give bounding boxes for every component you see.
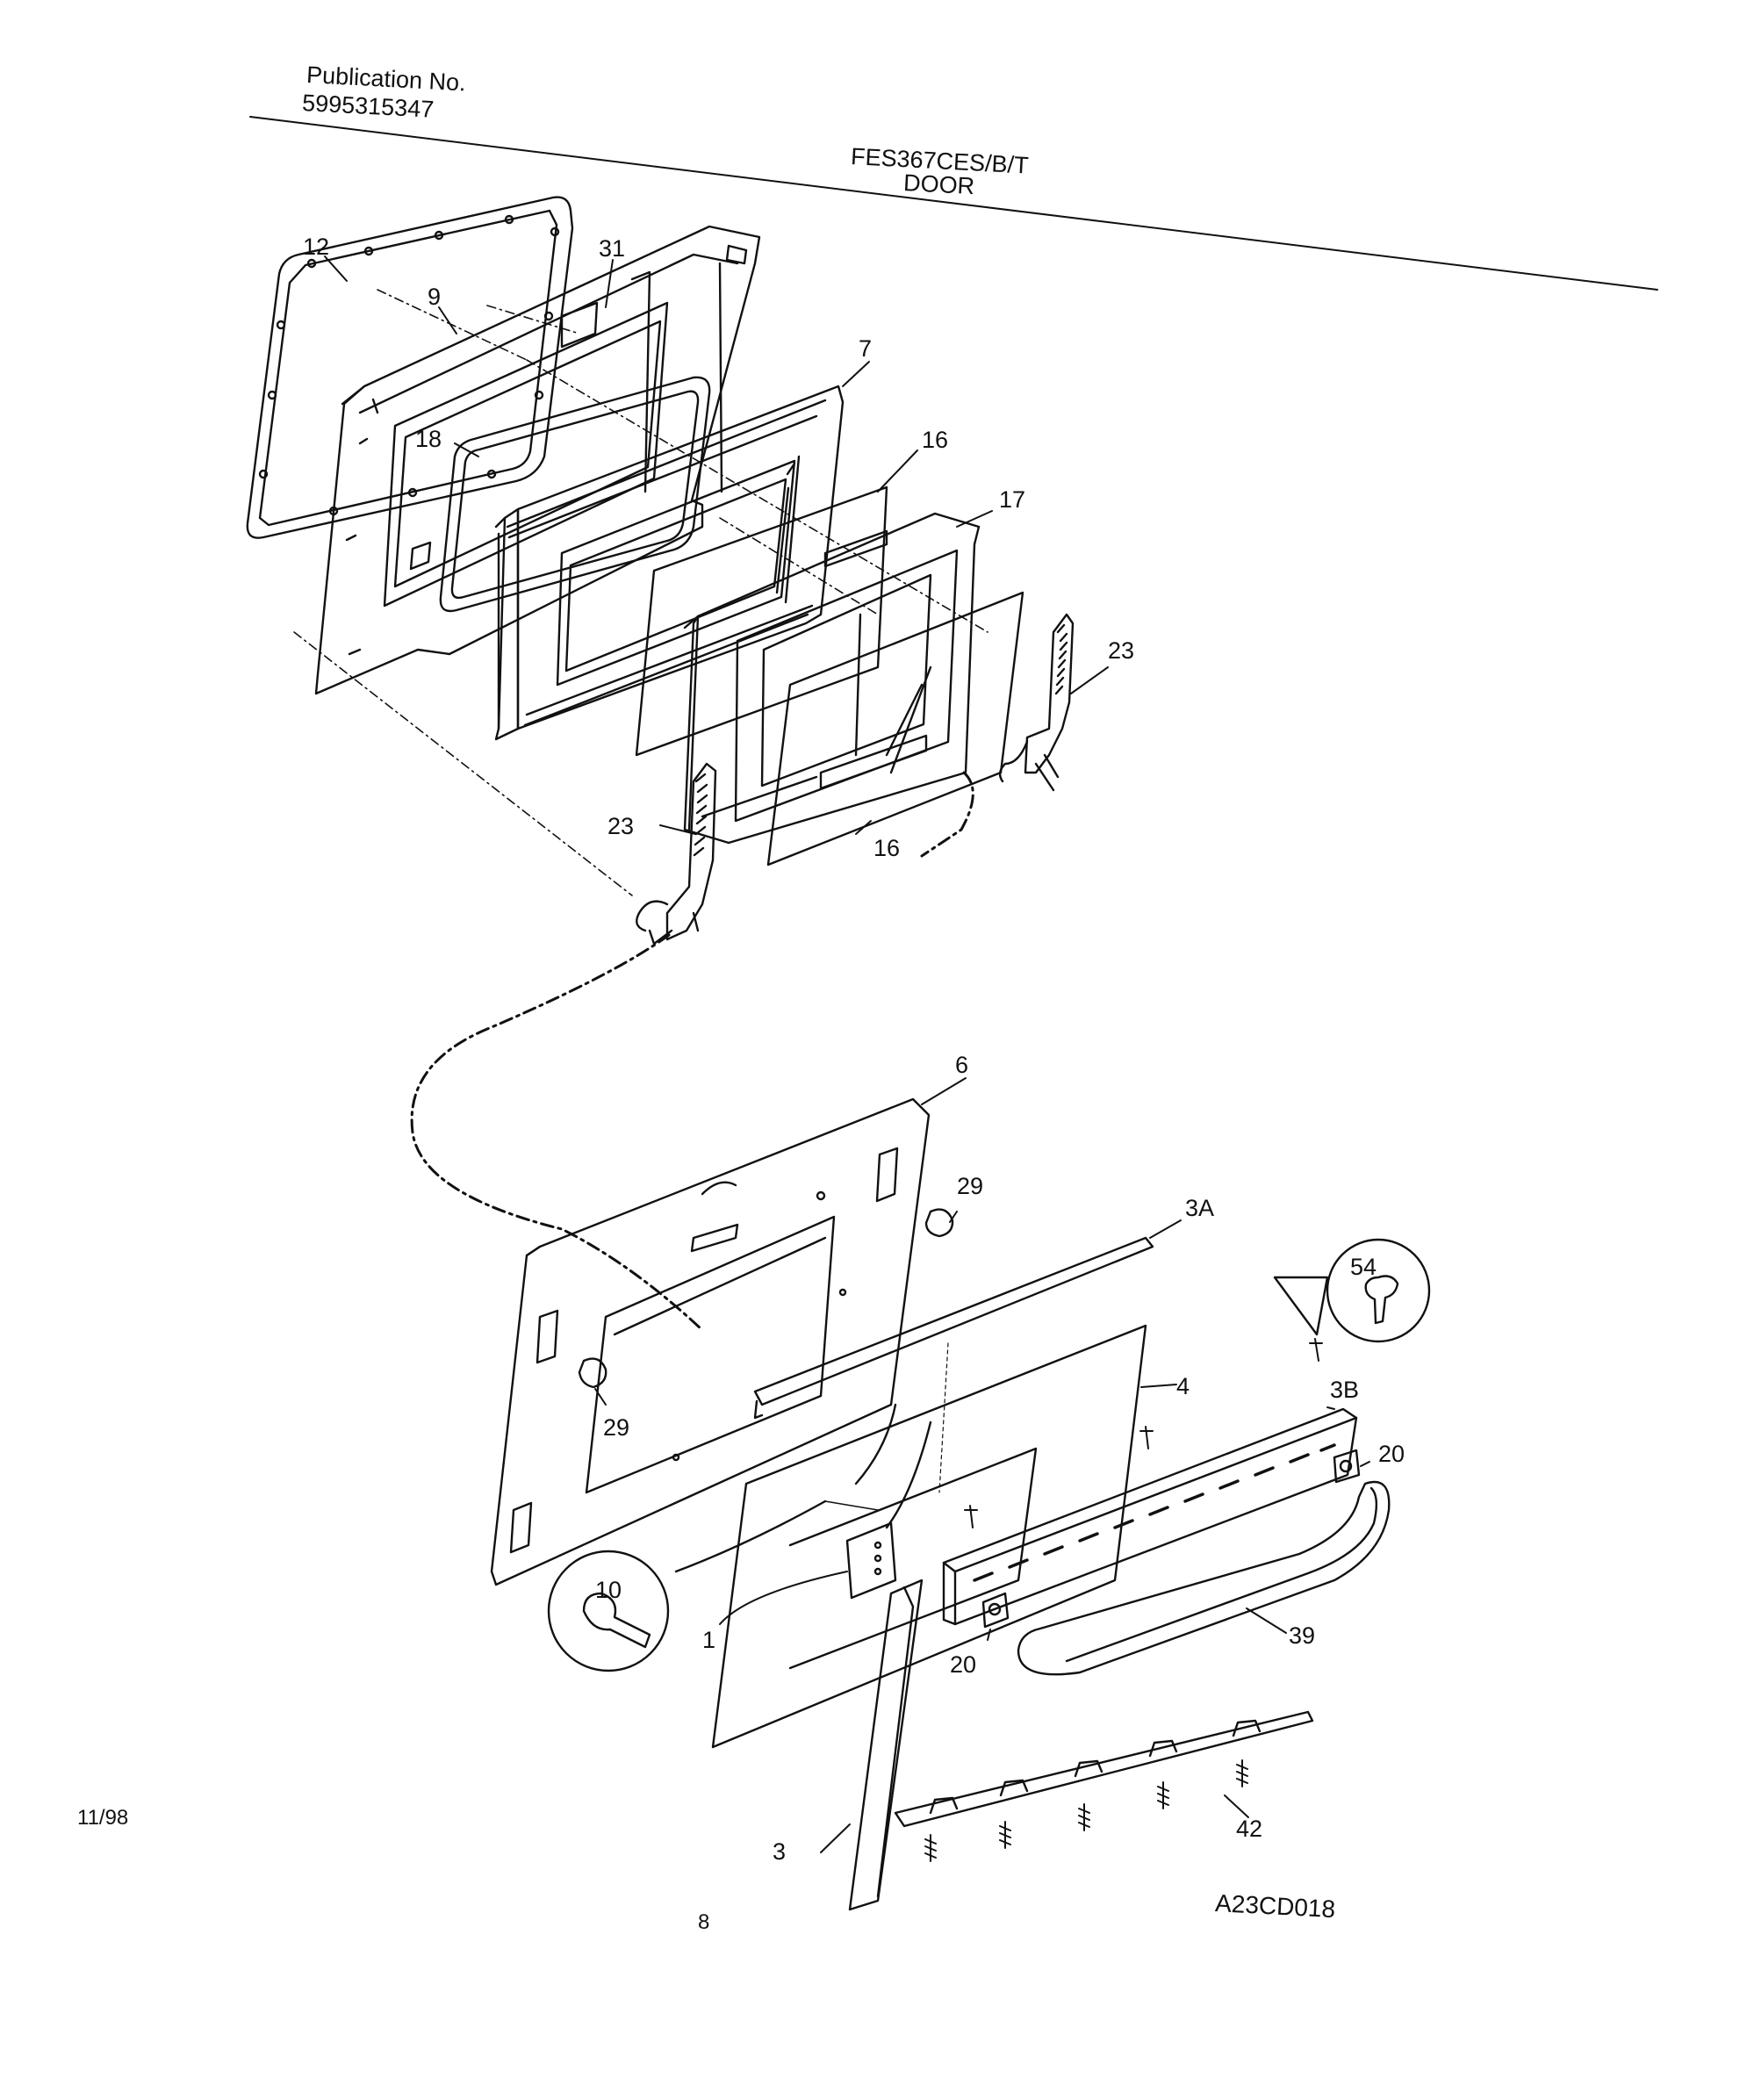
part-gasket-12	[246, 196, 574, 539]
part-bumper-29-upper	[924, 1208, 954, 1238]
part-screws-54	[964, 1338, 1323, 1528]
leader-lines	[324, 255, 1370, 1853]
detail-circle-54	[1273, 1238, 1431, 1343]
part-hinge-23-left	[636, 762, 717, 946]
part-end-cap-20-left	[981, 1592, 1010, 1629]
callout-23-right: 23	[1108, 637, 1134, 664]
part-glass-16-lower	[766, 591, 1024, 867]
connector-dashed-loop	[410, 771, 974, 1332]
alignment-lines-upper	[293, 289, 988, 896]
part-window-gasket-18	[439, 376, 711, 613]
part-bracket-3b	[942, 1407, 1358, 1626]
part-door-panel-6	[490, 1097, 931, 1586]
callout-6: 6	[955, 1052, 968, 1078]
header-rule	[249, 116, 1658, 291]
part-glass-16-upper	[635, 485, 888, 757]
part-handle-39	[1017, 1480, 1391, 1676]
part-glass-frame-17	[683, 512, 981, 845]
page-number: 8	[698, 1910, 710, 1934]
part-bumper-29-lower	[578, 1357, 607, 1389]
callout-42: 42	[1236, 1816, 1262, 1842]
callout-31: 31	[599, 235, 625, 262]
callout-7: 7	[859, 335, 872, 362]
callout-17: 17	[999, 486, 1025, 513]
callout-3: 3	[773, 1838, 786, 1865]
part-end-cap-20-right	[1333, 1449, 1361, 1484]
callout-29-lower: 29	[603, 1414, 629, 1441]
part-side-trim-3	[848, 1579, 924, 1911]
revision-date: 11/98	[77, 1806, 129, 1830]
callout-labels: 12 9 31 7 18 16 17 23 23 16 6 29 3A 54 2…	[303, 234, 1405, 1865]
callout-16-upper: 16	[922, 427, 948, 453]
part-insulation-frame-7	[494, 385, 845, 741]
callout-54: 54	[1350, 1254, 1377, 1280]
part-outer-glass-4	[711, 1324, 1147, 1749]
callout-1: 1	[702, 1627, 715, 1653]
callout-20-left: 20	[950, 1651, 976, 1678]
callout-3b: 3B	[1330, 1377, 1359, 1403]
part-trim-3a	[753, 1236, 1154, 1420]
callout-39: 39	[1289, 1622, 1315, 1649]
callout-18: 18	[415, 426, 442, 452]
callout-10: 10	[595, 1577, 622, 1603]
screws-42	[924, 1759, 1248, 1862]
callout-16-lower: 16	[873, 835, 900, 861]
part-hinge-23-right	[998, 613, 1075, 792]
callout-29-upper: 29	[957, 1173, 983, 1199]
callout-12: 12	[303, 234, 329, 260]
part-door-liner-9	[314, 225, 761, 695]
detail-circle-10	[547, 1499, 879, 1672]
callout-3a: 3A	[1185, 1195, 1214, 1221]
part-hinge-strip-42	[894, 1710, 1314, 1828]
callout-4: 4	[1176, 1373, 1190, 1399]
callout-23-left: 23	[607, 813, 634, 839]
callout-20-right: 20	[1378, 1441, 1405, 1467]
part-hinge-bracket-1	[845, 1521, 897, 1600]
callout-9: 9	[428, 284, 441, 310]
